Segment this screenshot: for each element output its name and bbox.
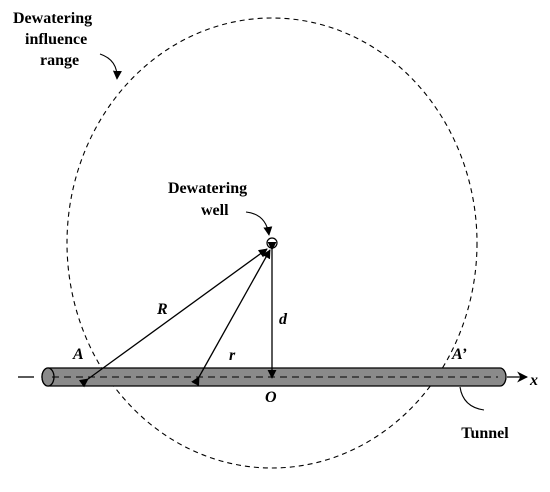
label-O: O xyxy=(265,389,277,406)
well-label-line1: Dewatering xyxy=(168,180,247,197)
label-r: r xyxy=(229,347,236,364)
tunnel-label: Tunnel xyxy=(461,425,509,442)
influence-range-circle xyxy=(66,17,478,469)
label-R: R xyxy=(156,301,168,318)
influence-label-line2: influence xyxy=(25,31,87,48)
dewatering-well xyxy=(266,237,278,249)
label-d: d xyxy=(279,311,288,328)
influence-label-line1: Dewatering xyxy=(13,10,92,27)
influence-label-line3: range xyxy=(40,52,79,69)
radius-R-line xyxy=(78,248,268,388)
well-leader xyxy=(245,211,273,236)
label-A: A xyxy=(72,346,84,363)
influence-leader xyxy=(99,53,122,80)
radius-r-line xyxy=(191,249,271,387)
well-label-line2: well xyxy=(201,202,229,219)
tunnel xyxy=(41,367,507,387)
label-x: x xyxy=(529,372,538,389)
tunnel-leader xyxy=(459,386,485,411)
label-A-prime: A’ xyxy=(451,346,467,363)
